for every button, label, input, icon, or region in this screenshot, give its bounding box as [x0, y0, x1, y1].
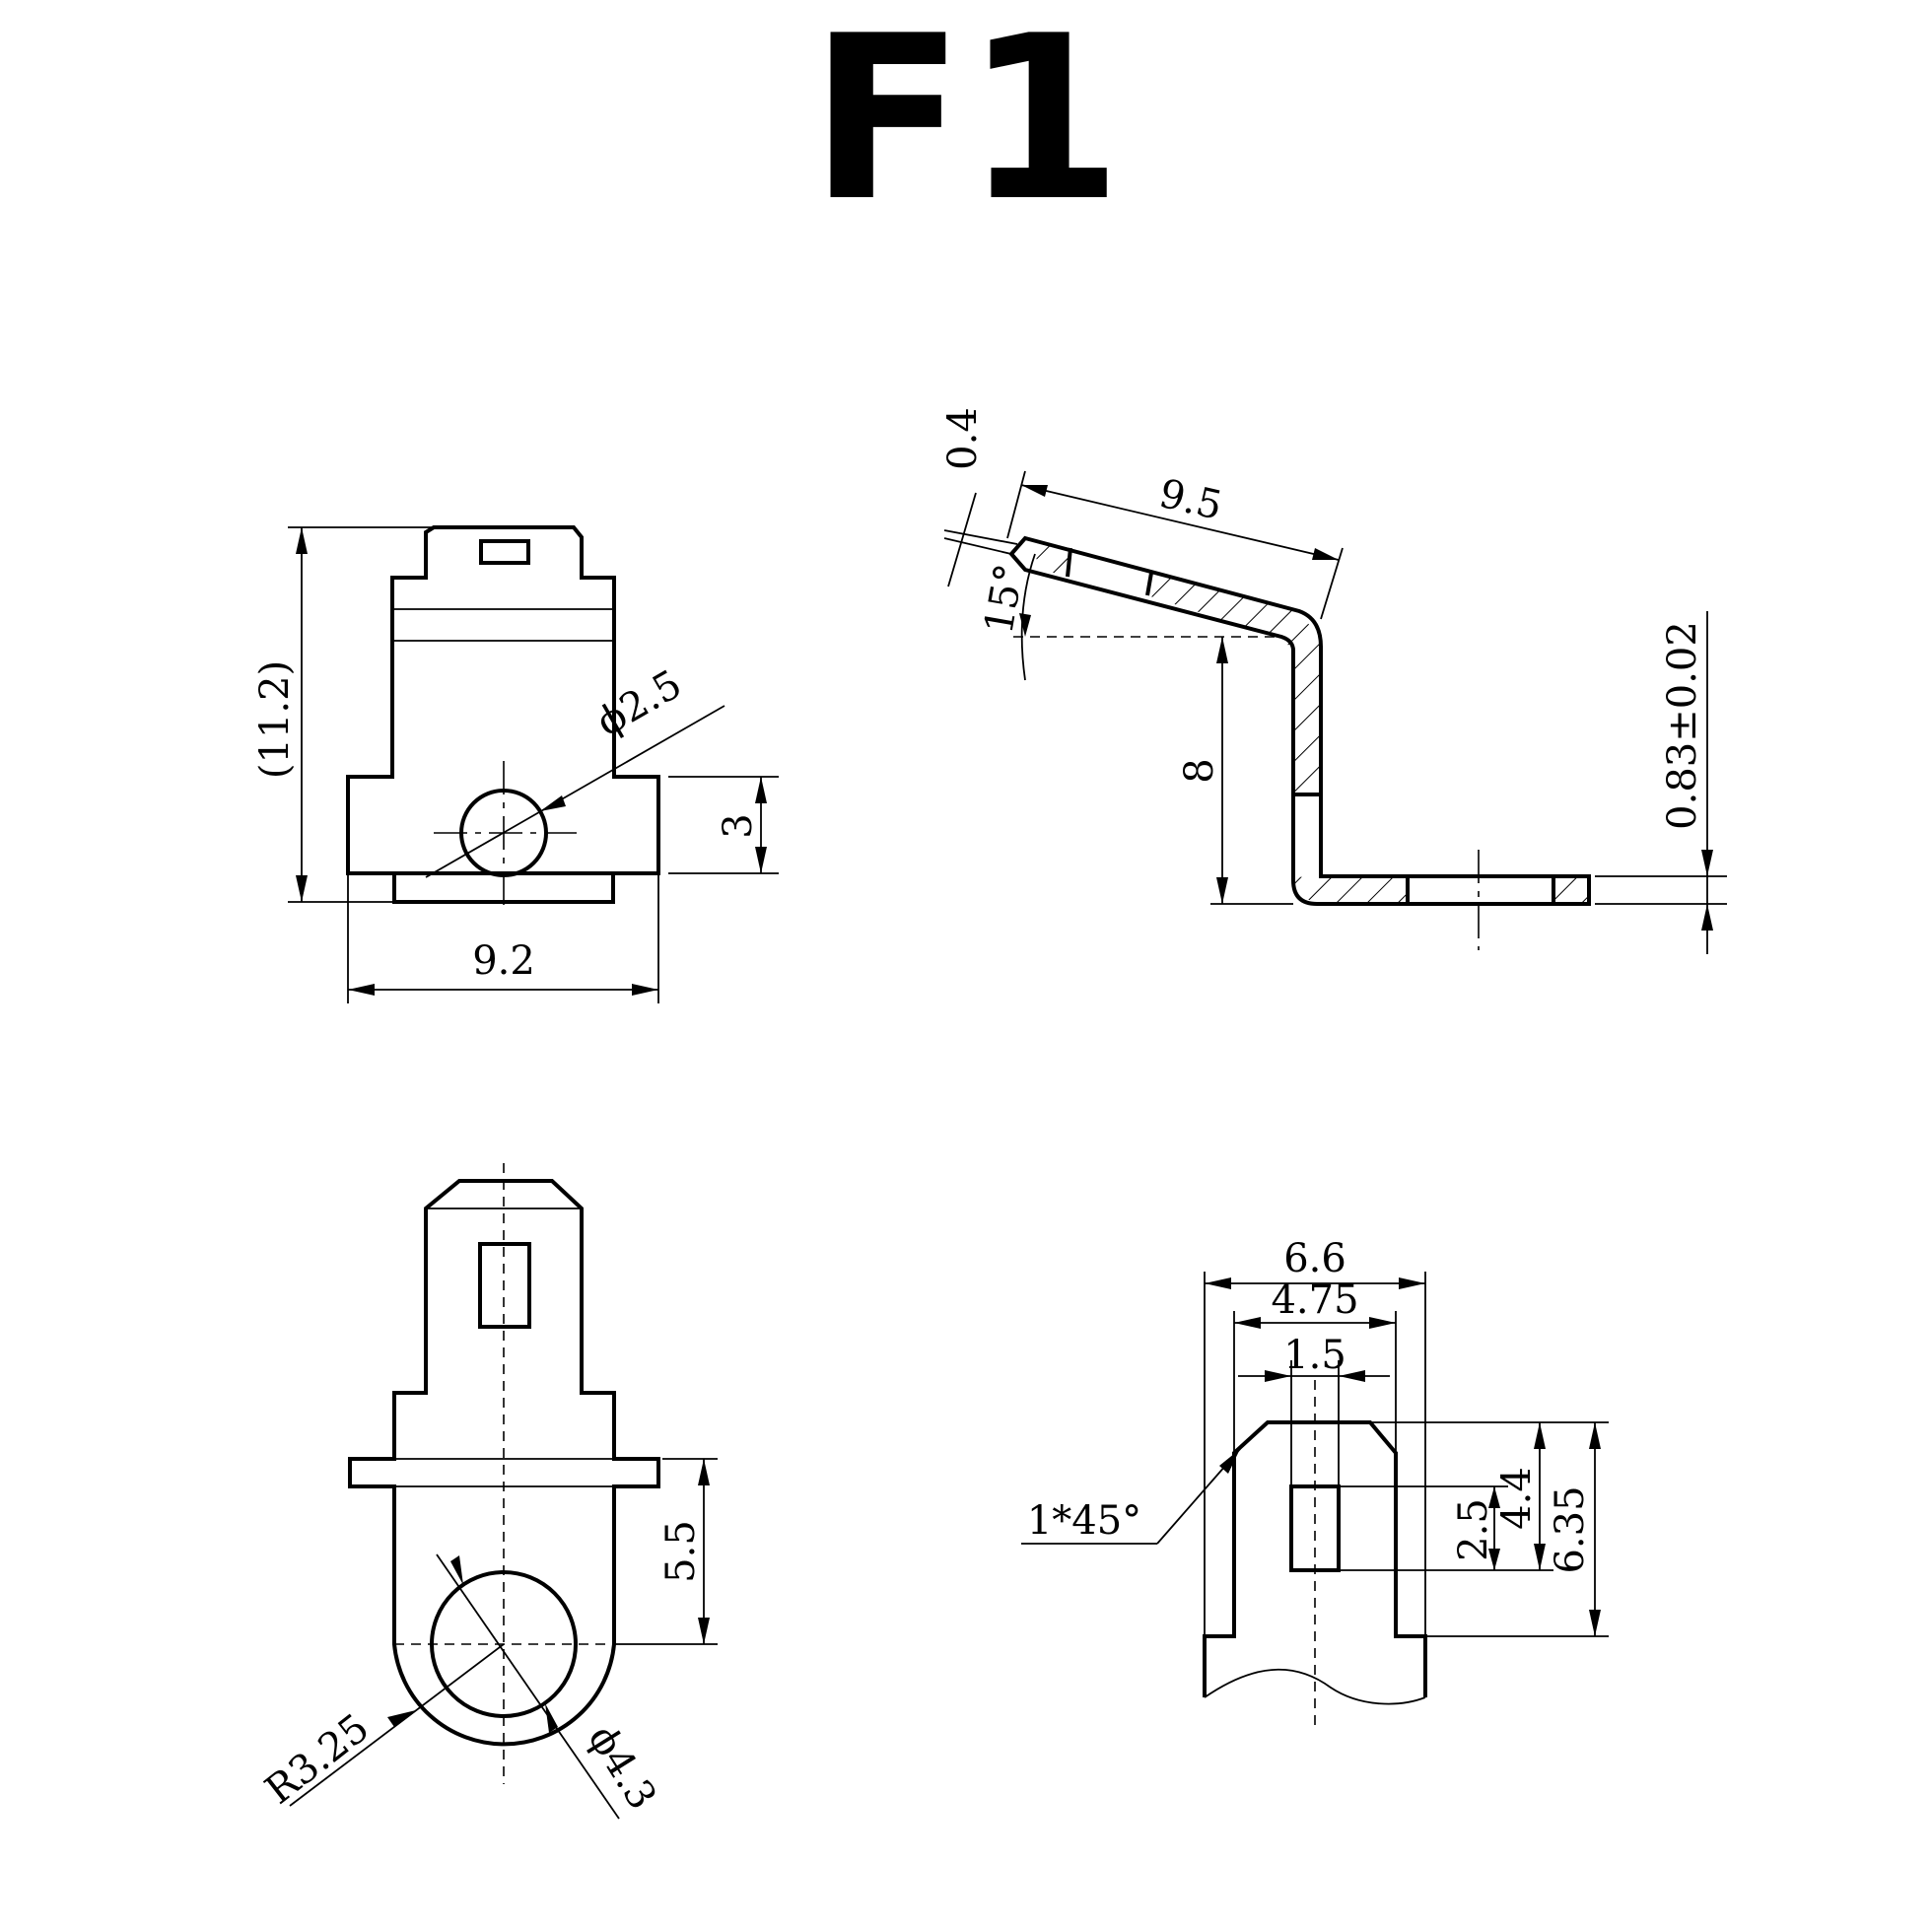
front-dim-height-arrow-bottom	[296, 875, 308, 902]
side-dim-thk-arrow-bottom	[1701, 904, 1713, 931]
side-dim-95-arrow-right	[1312, 548, 1339, 560]
detail-view: 6.6 4.75 1.5 1*45° 4.4 2.5	[1021, 1236, 1609, 1725]
side-dim-04-label: 0.4	[940, 407, 986, 470]
detail-dim-475-arrow-right	[1369, 1317, 1396, 1329]
bottom-dim-radius-label: R3.25	[257, 1705, 378, 1814]
detail-dim-475-arrow-left	[1234, 1317, 1261, 1329]
side-dim-95-line	[1020, 484, 1340, 561]
bottom-dim-hole-arrow-2	[545, 1703, 558, 1733]
side-dim-95-arrow-left	[1021, 485, 1048, 497]
front-dim-height-label: (11.2)	[252, 660, 298, 779]
side-dim-thk-label: 0.83±0.02	[1660, 621, 1705, 830]
side-dim-angle-arrow	[1019, 613, 1031, 637]
detail-dim-635-label: 6.35	[1548, 1485, 1593, 1573]
detail-dim-635-arrow-top	[1589, 1422, 1601, 1449]
detail-dim-66-arrow-left	[1205, 1277, 1231, 1289]
side-dim-95-ext-right	[1320, 547, 1344, 620]
detail-dim-44-label: 4.4	[1494, 1467, 1540, 1530]
front-view: (11.2) ϕ2.5 3 9.2	[252, 525, 779, 1003]
detail-dim-475-label: 4.75	[1271, 1277, 1358, 1323]
side-dim-04-ext-2	[943, 537, 1012, 555]
side-dim-8-arrow-bottom	[1216, 877, 1228, 904]
bottom-dim-hole-label: ϕ4.3	[579, 1717, 664, 1817]
front-dim-width-arrow-left	[348, 984, 375, 996]
detail-dim-635-arrow-bottom	[1589, 1610, 1601, 1636]
detail-dim-25-arrow-top	[1488, 1486, 1500, 1508]
front-dim-3-label: 3	[716, 813, 761, 838]
side-view-hatch-upper	[1147, 573, 1321, 794]
front-dim-hole-label: ϕ2.5	[589, 661, 690, 745]
detail-dim-15-label: 1.5	[1283, 1333, 1346, 1378]
front-dim-hole-arrow	[540, 795, 566, 811]
front-view-outline	[346, 525, 660, 875]
bottom-dim-55-label: 5.5	[658, 1520, 704, 1583]
detail-view-break-line	[1204, 1668, 1426, 1705]
front-dim-hole-leader	[425, 705, 725, 878]
side-dim-thk-arrow-top	[1701, 850, 1713, 876]
side-view-section-line-1	[1066, 547, 1072, 578]
detail-dim-15-arrow-left	[1265, 1370, 1291, 1382]
drawing-title: F1	[809, 0, 1122, 251]
bottom-view-slot	[478, 1242, 531, 1329]
side-view-hatch-lower	[1293, 876, 1408, 904]
detail-dim-44-arrow-bottom	[1534, 1544, 1546, 1570]
side-view: 0.4 9.5 15° 8 0.83±0.02	[940, 407, 1727, 954]
front-dim-3-arrow-top	[755, 777, 767, 803]
detail-dim-66-arrow-right	[1399, 1277, 1425, 1289]
bottom-view: 5.5 R3.25 ϕ4.3	[257, 1163, 718, 1820]
detail-dim-25-label: 2.5	[1451, 1498, 1496, 1561]
side-dim-04-line	[947, 492, 977, 587]
side-dim-8-arrow-top	[1216, 637, 1228, 663]
bottom-dim-55-arrow-top	[698, 1459, 710, 1485]
bottom-dim-hole-leader	[436, 1553, 620, 1820]
bottom-dim-55-arrow-bottom	[698, 1618, 710, 1644]
detail-dim-chamfer-label: 1*45°	[1027, 1498, 1141, 1544]
side-view-section-line-2	[1145, 572, 1153, 596]
front-dim-width-label: 9.2	[472, 938, 535, 984]
side-view-hatch-end	[1553, 876, 1589, 904]
detail-dim-chamfer-arrow	[1219, 1449, 1240, 1474]
front-dim-width-arrow-right	[632, 984, 658, 996]
detail-dim-25-arrow-bottom	[1488, 1549, 1500, 1570]
bottom-dim-hole-arrow-1	[450, 1555, 463, 1585]
front-dim-3-arrow-bottom	[755, 847, 767, 873]
bottom-dim-radius-arrow	[387, 1710, 416, 1727]
side-dim-04-ext-1	[943, 529, 1018, 545]
side-dim-95-ext-left	[1006, 470, 1026, 539]
side-dim-95-label: 9.5	[1155, 471, 1226, 529]
front-dim-height-arrow-top	[296, 527, 308, 554]
detail-dim-15-arrow-right	[1339, 1370, 1365, 1382]
detail-dim-66-label: 6.6	[1283, 1236, 1346, 1281]
side-view-profile	[1008, 535, 1591, 906]
side-dim-8-label: 8	[1177, 758, 1222, 783]
front-view-slot	[479, 539, 530, 565]
detail-dim-44-arrow-top	[1534, 1422, 1546, 1449]
